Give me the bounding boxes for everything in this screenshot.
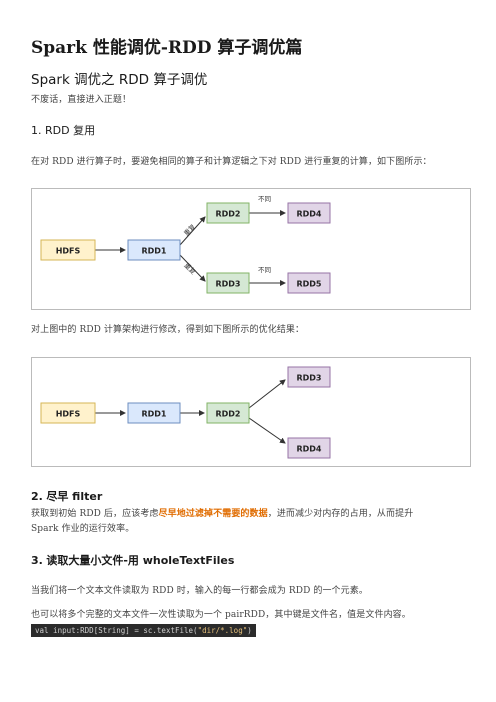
heading-number: 3. bbox=[31, 554, 43, 567]
node-rdd2: RDD2 bbox=[206, 202, 250, 224]
paragraph-optimized: 对上图中的 RDD 计算架构进行修改，得到如下图所示的优化结果： bbox=[31, 325, 305, 335]
paragraph-filter-line2: Spark 作业的运行效率。 bbox=[31, 524, 135, 534]
section-subtitle: Spark 调优之 RDD 算子调优 bbox=[31, 72, 208, 88]
heading-text: 读取大量小文件-用 wholeTextFiles bbox=[46, 554, 235, 567]
node-rdd5: RDD5 bbox=[287, 272, 331, 294]
highlight-text: 尽早地过滤掉不需要的数据 bbox=[158, 509, 268, 519]
svg-text:RDD3: RDD3 bbox=[296, 374, 321, 383]
node-hdfs: HDFS bbox=[40, 239, 96, 261]
diagram-svg: HDFS RDD1 RDD2 RDD3 RDD4 RDD5 重复 重复 不同 不… bbox=[40, 195, 331, 294]
node2-rdd3: RDD3 bbox=[287, 366, 331, 388]
heading-number: 2. bbox=[31, 490, 43, 503]
label-different-bottom: 不同 bbox=[258, 266, 271, 274]
node-rdd1: RDD1 bbox=[127, 239, 181, 261]
node2-rdd4: RDD4 bbox=[287, 437, 331, 459]
svg-text:HDFS: HDFS bbox=[56, 247, 81, 256]
svg-text:RDD4: RDD4 bbox=[296, 210, 321, 219]
edge2-rdd2-rdd4 bbox=[248, 417, 286, 444]
code-suffix: ) bbox=[247, 626, 252, 635]
document-title: Spark 性能调优-RDD 算子调优篇 bbox=[31, 38, 303, 58]
node-rdd3: RDD3 bbox=[206, 272, 250, 294]
heading-text: 尽早 filter bbox=[46, 490, 103, 503]
heading-wholetextfiles: 3. 读取大量小文件-用 wholeTextFiles bbox=[31, 552, 234, 568]
intro-text: 不废话，直接进入正题！ bbox=[31, 95, 132, 105]
svg-text:HDFS: HDFS bbox=[56, 410, 81, 419]
node2-rdd2: RDD2 bbox=[206, 402, 250, 424]
diagram-svg-optimized: HDFS RDD1 RDD2 RDD3 RDD4 bbox=[40, 366, 331, 459]
figure-rdd-optimized-diagram: HDFS RDD1 RDD2 RDD3 RDD4 bbox=[31, 357, 471, 467]
label-repeat-lower: 重复 bbox=[182, 261, 198, 277]
svg-text:RDD5: RDD5 bbox=[296, 280, 321, 289]
paragraph-pairrdd: 也可以将多个完整的文本文件一次性读取为一个 pairRDD，其中键是文件名，值是… bbox=[31, 610, 411, 620]
edge-rdd1-rdd3 bbox=[179, 254, 206, 282]
text-span: 获取到初始 RDD 后，应该考虑 bbox=[31, 509, 159, 519]
node2-rdd1: RDD1 bbox=[127, 402, 181, 424]
code-string: "dir/*.log" bbox=[197, 626, 248, 635]
heading-early-filter: 2. 尽早 filter bbox=[31, 488, 102, 504]
label-different-top: 不同 bbox=[258, 195, 271, 203]
paragraph-filter-line1: 获取到初始 RDD 后，应该考虑尽早地过滤掉不需要的数据，进而减少对内存的占用，… bbox=[31, 506, 413, 519]
edge2-rdd2-rdd3 bbox=[248, 379, 286, 409]
edge-rdd1-rdd2 bbox=[179, 216, 206, 246]
svg-text:RDD2: RDD2 bbox=[215, 410, 240, 419]
code-snippet: val input:RDD[String] = sc.textFile("dir… bbox=[31, 624, 256, 637]
heading-rdd-reuse: 1. RDD 复用 bbox=[31, 124, 96, 137]
node2-hdfs: HDFS bbox=[40, 402, 96, 424]
figure-rdd-repeat-diagram: HDFS RDD1 RDD2 RDD3 RDD4 RDD5 重复 重复 不同 不… bbox=[31, 188, 471, 310]
svg-text:RDD4: RDD4 bbox=[296, 445, 321, 454]
paragraph-rdd-reuse: 在对 RDD 进行算子时，要避免相同的算子和计算逻辑之下对 RDD 进行重复的计… bbox=[31, 157, 432, 167]
svg-text:RDD3: RDD3 bbox=[215, 280, 240, 289]
label-repeat-upper: 重复 bbox=[182, 222, 198, 238]
svg-text:RDD2: RDD2 bbox=[215, 210, 240, 219]
text-span: ，进而减少对内存的占用，从而提升 bbox=[267, 509, 414, 519]
svg-text:RDD1: RDD1 bbox=[141, 410, 166, 419]
svg-text:RDD1: RDD1 bbox=[141, 247, 166, 256]
paragraph-textfile: 当我们将一个文本文件读取为 RDD 时，输入的每一行都会成为 RDD 的一个元素… bbox=[31, 586, 368, 596]
code-prefix: val input:RDD[String] = sc.textFile( bbox=[35, 626, 198, 635]
node-rdd4: RDD4 bbox=[287, 202, 331, 224]
